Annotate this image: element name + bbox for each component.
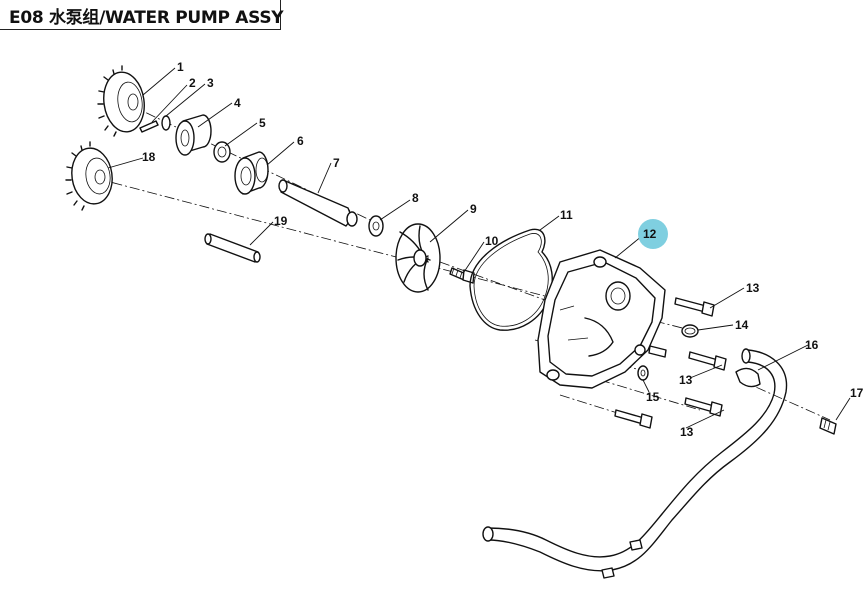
title-box: E08 水泵组/WATER PUMP ASSY xyxy=(0,0,284,30)
callout-10: 10 xyxy=(485,234,499,248)
callout-17: 17 xyxy=(850,386,864,400)
callout-6: 6 xyxy=(297,134,304,148)
callout-18: 18 xyxy=(142,150,156,164)
part-5-seal xyxy=(213,141,231,163)
callout-3: 3 xyxy=(207,76,214,90)
callout-13-middle: 13 xyxy=(679,373,693,387)
callout-16: 16 xyxy=(805,338,819,352)
callout-labels: 1 2 3 4 5 6 7 8 9 10 11 12 13 14 13 13 1… xyxy=(142,60,864,439)
part-13-bolts xyxy=(614,297,727,429)
part-12-pump-cover xyxy=(537,249,666,389)
part-16-hose xyxy=(482,348,788,579)
part-7-shaft xyxy=(278,179,358,227)
leader-lines xyxy=(107,67,851,429)
callout-13-lower: 13 xyxy=(680,425,694,439)
part-3-washer xyxy=(161,115,171,131)
part-18-gear xyxy=(65,141,113,211)
part-11-gasket xyxy=(469,228,553,331)
callout-15: 15 xyxy=(646,390,660,404)
part-9-impeller xyxy=(395,223,441,293)
part-4-bearing xyxy=(175,114,212,156)
callout-19: 19 xyxy=(274,214,288,228)
callout-4: 4 xyxy=(234,96,241,110)
part-15-washer xyxy=(637,365,649,381)
callout-7: 7 xyxy=(333,156,340,170)
part-2-pin xyxy=(139,120,159,133)
part-1-gear xyxy=(97,65,145,137)
part-14-o-ring xyxy=(681,324,699,338)
part-6-mechanical-seal xyxy=(234,151,269,195)
callout-11: 11 xyxy=(560,208,573,222)
callout-1: 1 xyxy=(177,60,184,74)
callout-2: 2 xyxy=(189,76,196,90)
callout-8: 8 xyxy=(412,191,419,205)
callout-highlight xyxy=(638,219,668,249)
callout-14: 14 xyxy=(735,318,749,332)
part-17-bolt xyxy=(819,417,837,435)
callout-9: 9 xyxy=(470,202,477,216)
callout-12: 12 xyxy=(643,227,657,241)
part-8-washer xyxy=(368,215,384,237)
callout-13-upper: 13 xyxy=(746,281,760,295)
assembly-axes xyxy=(94,104,831,421)
page-title: E08 水泵组/WATER PUMP ASSY xyxy=(9,8,284,28)
part-19-pin xyxy=(204,233,261,263)
callout-5: 5 xyxy=(259,116,266,130)
